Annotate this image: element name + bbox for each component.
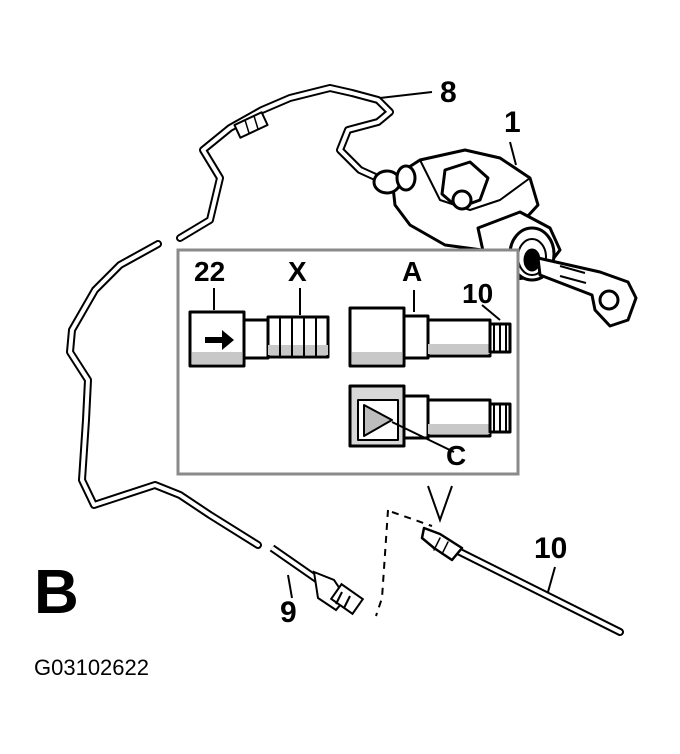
hydraulic-line-9 <box>66 240 262 549</box>
leader-1 <box>509 141 517 166</box>
figure-code: G03102622 <box>34 655 149 680</box>
callout-a: A <box>402 256 423 287</box>
clutch-master-cylinder <box>372 148 638 328</box>
dashed-guide <box>375 509 433 617</box>
callout-1: 1 <box>504 106 521 139</box>
callout-9: 9 <box>280 596 297 629</box>
hydraulic-line-8 <box>176 84 394 242</box>
adapter-22 <box>188 310 330 368</box>
callout-x: X <box>288 256 307 287</box>
leader-10 <box>547 566 556 593</box>
view-letter: B <box>34 558 79 627</box>
leader-c <box>391 421 455 453</box>
callout-c: C <box>446 440 467 471</box>
hydraulic-line-10 <box>420 526 624 636</box>
callout-10-detail: 10 <box>462 278 494 309</box>
leader-9 <box>287 574 293 599</box>
detail-pointer <box>427 485 453 524</box>
leader-10-detail <box>481 304 501 321</box>
callout-8: 8 <box>440 76 457 109</box>
callout-10: 10 <box>534 532 568 565</box>
connector-c <box>348 384 512 448</box>
leader-8 <box>379 91 433 99</box>
connector-9 <box>269 544 365 616</box>
connector-a <box>348 306 512 368</box>
callout-22: 22 <box>194 256 226 287</box>
